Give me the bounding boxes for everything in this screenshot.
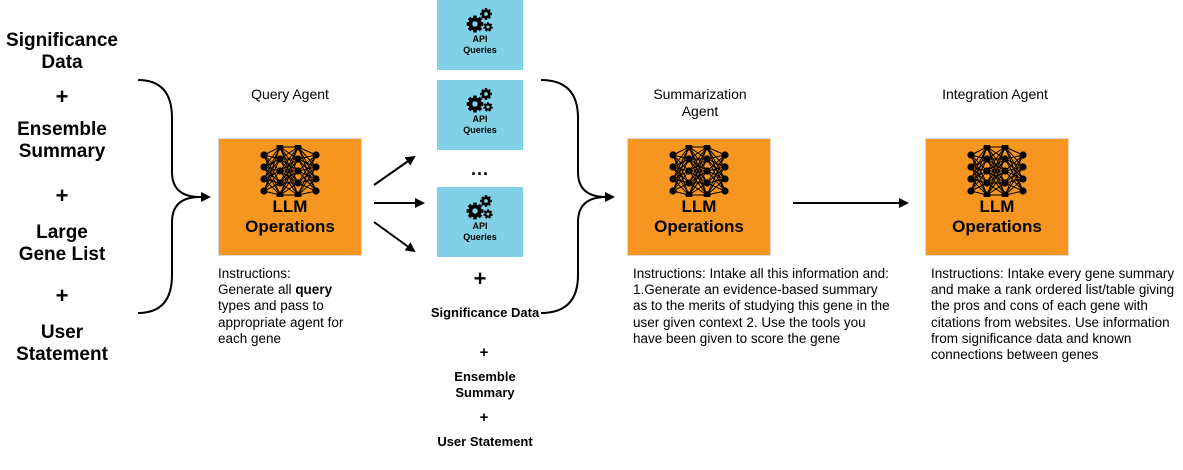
plus-sign: +: [479, 409, 489, 426]
gears-icon: [466, 8, 493, 33]
instructions-keyword: query: [295, 282, 333, 298]
llm-operations-label: LLM Operations: [654, 197, 744, 236]
input-large-gene-list: Large Gene List: [18, 222, 106, 265]
instructions-text: Generate all: [218, 282, 292, 298]
instructions-text: types and pass to appropriate agent for …: [218, 298, 344, 346]
summarization-agent-title: Summarization Agent: [653, 86, 747, 119]
gears-icon: [466, 88, 493, 113]
mid-user-statement: User Statement: [437, 434, 533, 449]
api-queries-label: API Queries: [463, 114, 497, 135]
query-agent-llm-box: LLM Operations: [218, 138, 362, 256]
input-significance-data: Significance Data: [6, 30, 118, 73]
plus-sign: +: [55, 183, 69, 208]
neural-network-icon: [669, 145, 729, 197]
arrow: [373, 155, 416, 186]
integration-agent-instructions: Instructions: Intake every gene summary …: [931, 266, 1175, 363]
llm-operations-label: LLM Operations: [245, 197, 335, 236]
llm-operations-label: LLM Operations: [952, 197, 1042, 236]
middle-brace: [540, 79, 605, 314]
plus-sign: +: [55, 84, 69, 109]
summarization-agent-llm-box: LLM Operations: [627, 138, 771, 256]
api-queries-label: API Queries: [463, 221, 497, 242]
ellipsis: ...: [470, 159, 489, 179]
summarization-agent-instructions: Instructions: Intake all this informatio…: [633, 266, 890, 346]
integration-agent-llm-box: LLM Operations: [925, 138, 1069, 256]
integration-agent-title: Integration Agent: [942, 86, 1048, 102]
plus-sign: +: [479, 344, 489, 361]
api-queries-box: API Queries: [437, 0, 523, 70]
input-user-statement: User Statement: [16, 322, 108, 365]
arrow: [373, 221, 416, 253]
api-queries-label: API Queries: [463, 34, 497, 55]
mid-significance-data: Significance Data: [430, 305, 540, 320]
instructions-heading: Instructions:: [218, 266, 291, 281]
mid-ensemble-summary: Ensemble Summary: [454, 369, 516, 400]
neural-network-icon: [967, 145, 1027, 197]
api-queries-box: API Queries: [437, 80, 523, 150]
input-ensemble-summary: Ensemble Summary: [17, 119, 107, 162]
query-agent-title: Query Agent: [251, 86, 329, 102]
gears-icon: [466, 195, 493, 220]
query-agent-instructions: Instructions: Generate all query types a…: [218, 266, 368, 347]
left-brace: [137, 79, 199, 314]
neural-network-icon: [260, 145, 320, 197]
plus-sign: +: [473, 266, 487, 291]
plus-sign: +: [55, 283, 69, 308]
api-queries-box: API Queries: [437, 187, 523, 257]
